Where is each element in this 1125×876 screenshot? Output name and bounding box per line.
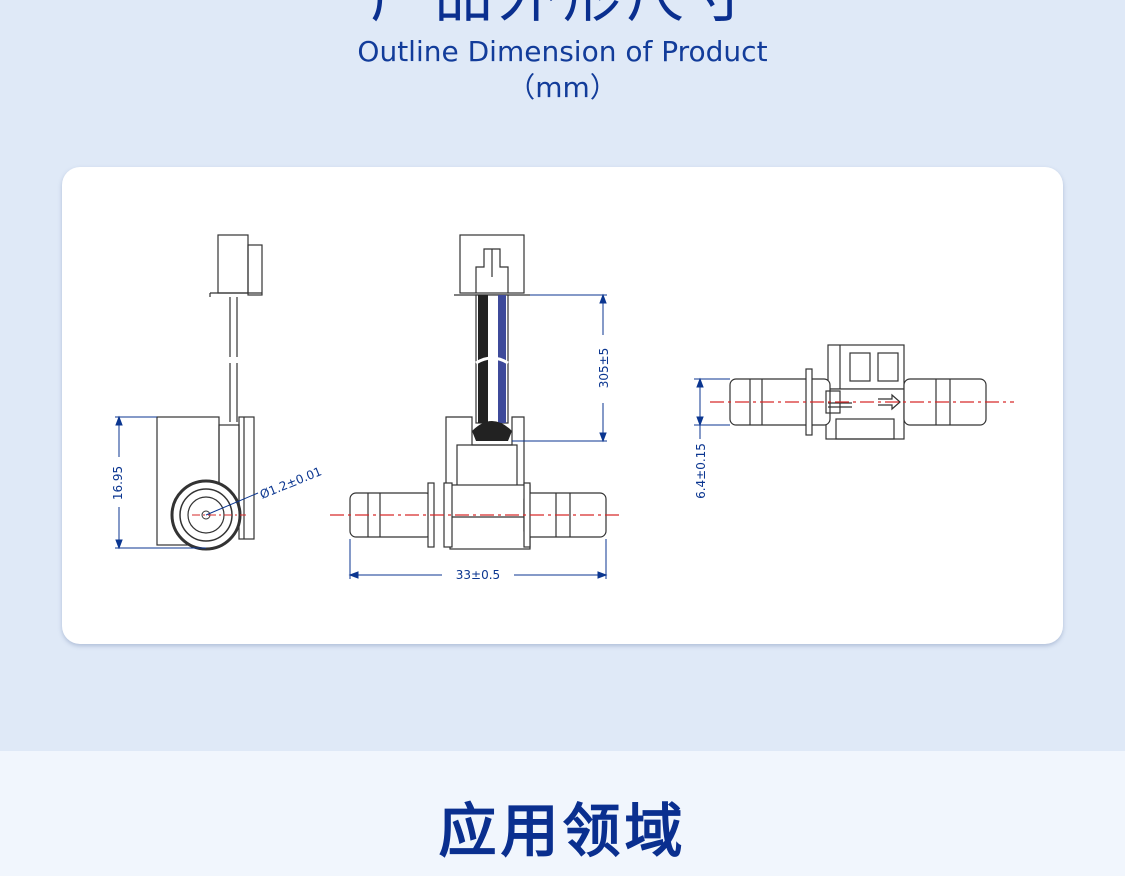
length-dimension-label: 33±0.5: [456, 568, 500, 582]
unit-label: （mm）: [507, 71, 618, 104]
cable-length-dimension: [512, 293, 607, 443]
top-view: [710, 344, 1014, 440]
bottom-section-background: [0, 751, 1125, 876]
front-view: [330, 234, 622, 550]
diameter-dimension-label: Ø1.2±0.01: [258, 464, 324, 501]
section-title-en: Outline Dimension of Product: [357, 35, 768, 68]
applications-title: 应用领域: [438, 797, 687, 865]
outer-dimension-label: 6.4±0.15: [694, 443, 708, 499]
side-view: [156, 234, 263, 551]
section-title-cn: 产品外形尺寸: [0, 0, 1125, 26]
technical-drawing: 16.95 Ø1.2±0.01: [111, 234, 1014, 582]
cable-length-label: 305±5: [597, 348, 611, 389]
height-dimension: [115, 415, 259, 550]
outer-dimension: [694, 377, 730, 439]
height-dimension-label: 16.95: [111, 466, 125, 500]
dimension-drawing-card: 16.95 Ø1.2±0.01: [62, 167, 1063, 644]
length-dimension: [348, 539, 608, 579]
